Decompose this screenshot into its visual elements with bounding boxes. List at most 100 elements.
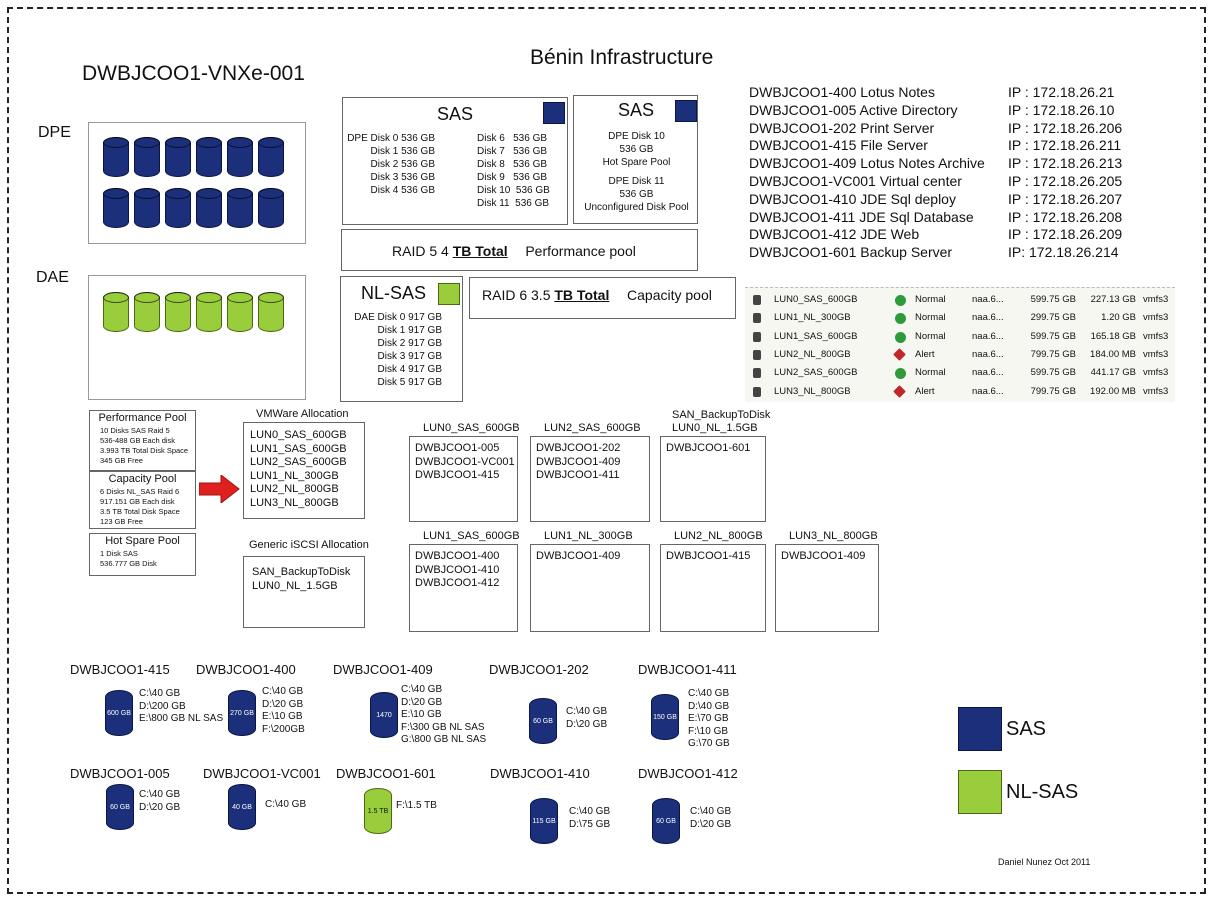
drive-line: C:\40 GB	[265, 799, 307, 810]
datastore-icon	[753, 295, 761, 305]
lun-free: 441.17 GB	[1090, 367, 1136, 379]
text-line: Hot Spare Pool	[602, 157, 671, 168]
server-name: DWBJCOO1-VC001	[203, 766, 321, 781]
lun-alloc-title: SAN_BackupToDisk	[672, 409, 771, 421]
text-line: LUN0_NL_1.5GB	[252, 579, 338, 592]
server-name: DWBJCOO1-409	[333, 662, 433, 677]
sas-disk-icon	[257, 136, 284, 177]
text-line: LUN2_NL_800GB	[250, 483, 339, 495]
cap-pool-title: Capacity Pool	[108, 473, 177, 485]
sas-color-swatch	[543, 102, 565, 124]
server-name: DWBJCOO1-005	[70, 766, 170, 781]
server-disk-list: C:\40 GB	[265, 799, 306, 812]
drive-line: C:\40 GB	[690, 806, 732, 817]
raid6-box: RAID 6 3.5 TB Total Capacity pool	[469, 277, 736, 319]
lun-alloc-title: LUN2_SAS_600GB	[544, 422, 641, 434]
server-ref: DWBJCOO1-409	[781, 550, 866, 562]
server-ip: IP : 172.18.26.209	[1008, 226, 1123, 243]
nl-sas-disk-icon	[133, 291, 160, 332]
server-name: DWBJCOO1-400	[196, 662, 296, 677]
drive-line: D:\20 GB	[690, 818, 732, 830]
lun-alloc-lines: DWBJCOO1-409	[776, 545, 878, 564]
drive-line: F:\300 GB NL SAS	[401, 721, 485, 733]
text-line: Disk 1 536 GB	[370, 146, 435, 157]
sas-disk-icon	[164, 187, 191, 228]
sas-spare-title: SAS	[618, 100, 655, 120]
drive-line: E:\10 GB	[262, 711, 303, 722]
sas-disk-icon	[164, 136, 191, 177]
lun-free: 192.00 MB	[1090, 385, 1136, 397]
sas-disk-icon	[133, 187, 160, 228]
server-ref: DWBJCOO1-410	[415, 563, 500, 576]
lun-status: Normal	[915, 330, 946, 342]
raid6-prefix: RAID 6 3.5	[482, 287, 551, 303]
page-title: Bénin Infrastructure	[530, 46, 714, 69]
sas-box-title: SAS	[437, 104, 474, 124]
drive-line: C:\40 GB	[139, 789, 181, 800]
server-ref: DWBJCOO1-415	[415, 469, 500, 481]
drive-line: C:\40 GB	[566, 706, 608, 717]
server-disk-icon: 60 GB	[106, 784, 134, 830]
nlsas-box-title: NL-SAS	[361, 283, 427, 303]
server-ref: DWBJCOO1-415	[666, 550, 751, 562]
server-disk-icon: 60 GB	[652, 798, 680, 844]
text-line: Disk 4 917 GB	[377, 364, 442, 375]
status-alert-icon	[893, 348, 906, 361]
server-name: DWBJCOO1-410 JDE Sql deploy	[749, 190, 956, 207]
perf-pool-title: Performance Pool	[98, 412, 187, 424]
text-line: Disk 5 917 GB	[377, 377, 442, 388]
drive-line: F:\200GB	[262, 723, 305, 735]
server-disk-list: F:\1.5 TB	[396, 800, 437, 813]
status-normal-icon	[895, 295, 906, 306]
server-ref: DWBJCOO1-005	[415, 442, 500, 454]
nl-sas-disk-icon	[226, 291, 253, 332]
lun-alloc-box: DWBJCOO1-415	[660, 544, 766, 632]
lun-free: 184.00 MB	[1090, 348, 1136, 360]
nl-sas-disk-icon	[164, 291, 191, 332]
drive-line: F:\1.5 TB	[396, 800, 437, 811]
drive-line: D:\20 GB	[401, 696, 443, 708]
datastore-icon	[753, 386, 761, 397]
drive-line: D:\40 GB	[688, 700, 730, 712]
server-name: DWBJCOO1-409 Lotus Notes Archive	[749, 155, 985, 172]
server-name: DWBJCOO1-601 Backup Server	[749, 244, 953, 261]
lun-alloc-box: DWBJCOO1-409	[775, 544, 879, 632]
server-name: DWBJCOO1-412 JDE Web	[749, 226, 920, 243]
lun-status: Alert	[915, 385, 935, 397]
raid6-total: TB Total	[554, 287, 610, 303]
lun-alloc-title: LUN3_NL_800GB	[789, 530, 878, 542]
text-line: 123 GB Free	[100, 516, 143, 526]
server-name: DWBJCOO1-411	[638, 662, 737, 677]
server-name: DWBJCOO1-VC001 Virtual center	[749, 172, 962, 189]
lun-free: 165.18 GB	[1090, 330, 1136, 342]
drive-line: G:\70 GB	[688, 738, 730, 749]
lun-status: Normal	[915, 312, 946, 324]
nlsas-color-swatch	[438, 283, 460, 305]
lun-id: naa.6...	[972, 348, 1004, 360]
text-line: Disk 10 536 GB	[477, 185, 550, 196]
legend-nl-swatch	[958, 770, 1002, 814]
text-line: LUN1_NL_300GB	[250, 469, 339, 482]
text-line: Unconfigured Disk Pool	[584, 202, 689, 213]
server-disk-icon: 600 GB	[105, 690, 133, 736]
lun-name: LUN0_SAS_600GB	[774, 294, 858, 305]
drive-line: D:\20 GB	[139, 801, 181, 813]
server-ref: DWBJCOO1-411	[536, 469, 620, 481]
text-line: 1 Disk SAS	[100, 548, 138, 558]
text-line: LUN3_NL_800GB	[250, 496, 339, 509]
sas-disk-icon	[257, 187, 284, 228]
server-ref: DWBJCOO1-412	[415, 577, 500, 589]
lun-alloc-lines: DWBJCOO1-415	[661, 545, 765, 564]
text-line: SAN_BackupToDisk	[252, 566, 351, 578]
lun-name: LUN2_NL_800GB	[774, 348, 851, 360]
